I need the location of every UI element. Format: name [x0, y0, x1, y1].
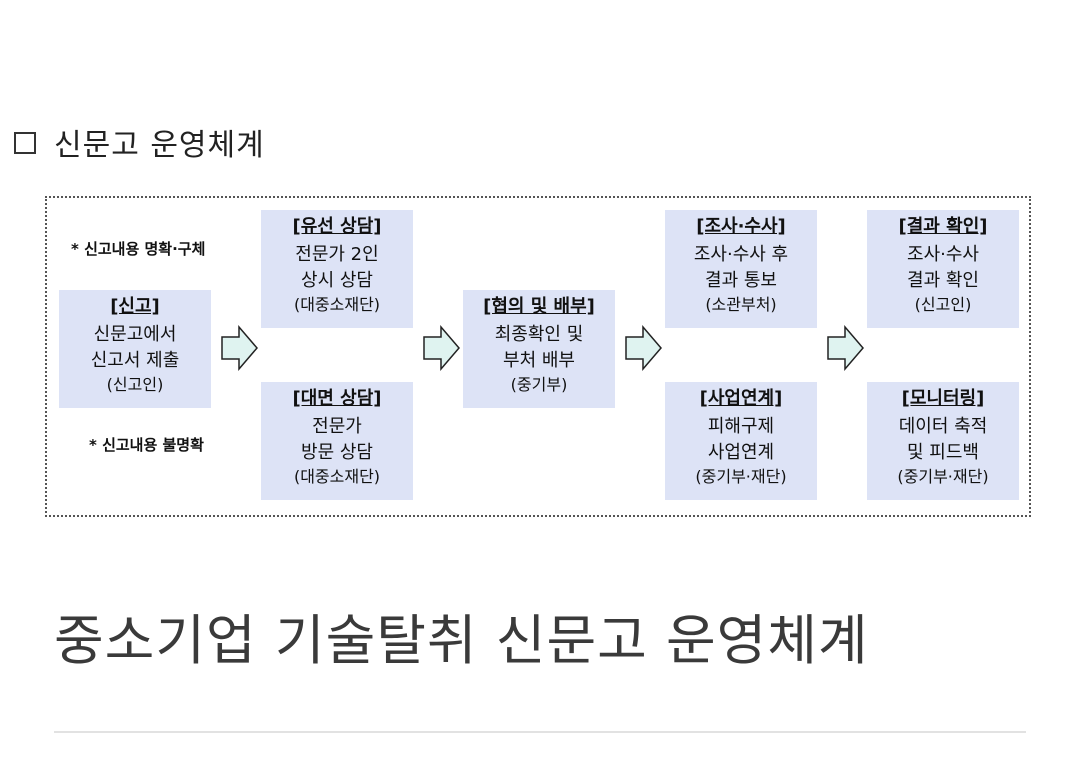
- node-report-head: [신고]: [110, 296, 160, 317]
- arrow-right-icon: [827, 325, 864, 371]
- node-program-head: [사업연계]: [699, 388, 783, 409]
- node-investigation-head: [조사·수사]: [696, 216, 786, 237]
- checkbox-square-icon: [14, 132, 36, 154]
- node-investigation: [조사·수사] 조사·수사 후 결과 통보 (소관부처): [665, 210, 817, 328]
- node-monitoring-line1: 데이터 축적: [898, 416, 988, 437]
- node-wired-line1: 전문가 2인: [295, 244, 379, 265]
- node-report-sub: (신고인): [106, 375, 164, 394]
- page-title: 중소기업 기술탈취 신문고 운영체계: [54, 609, 869, 672]
- divider: [54, 731, 1026, 733]
- node-visit-consult: [대면 상담] 전문가 방문 상담 (대중소재단): [261, 382, 413, 500]
- node-report-line2: 신고서 제출: [90, 350, 180, 371]
- node-consult-line1: 최종확인 및: [494, 324, 584, 345]
- note-unclear: * 신고내용 불명확: [89, 436, 204, 454]
- section-heading: 신문고 운영체계: [14, 120, 265, 164]
- section-title-text: 신문고 운영체계: [54, 128, 265, 163]
- node-confirm-line2: 결과 확인: [907, 270, 979, 291]
- node-program-sub: (중기부·재단): [695, 467, 787, 486]
- arrow-right-icon: [221, 325, 258, 371]
- node-visit-sub: (대중소재단): [293, 467, 381, 486]
- node-program-link: [사업연계] 피해구제 사업연계 (중기부·재단): [665, 382, 817, 500]
- node-confirm-sub: (신고인): [914, 295, 972, 314]
- node-wired-sub: (대중소재단): [293, 295, 381, 314]
- node-program-line1: 피해구제: [707, 416, 775, 437]
- node-visit-line2: 방문 상담: [301, 442, 373, 463]
- node-monitoring: [모니터링] 데이터 축적 및 피드백 (중기부·재단): [867, 382, 1019, 500]
- arrow-right-icon: [625, 325, 662, 371]
- arrow-right-icon: [423, 325, 460, 371]
- node-investigation-line1: 조사·수사 후: [693, 244, 789, 265]
- node-monitoring-head: [모니터링]: [901, 388, 985, 409]
- node-consult-distribute: [협의 및 배부] 최종확인 및 부처 배부 (중기부): [463, 290, 615, 408]
- node-confirm-head: [결과 확인]: [898, 216, 988, 237]
- node-wired-line2: 상시 상담: [301, 270, 373, 291]
- node-visit-line1: 전문가: [312, 416, 362, 437]
- operating-system-diagram: * 신고내용 명확·구체 * 신고내용 불명확 [신고] 신문고에서 신고서 제…: [45, 196, 1031, 517]
- node-visit-head: [대면 상담]: [292, 388, 382, 409]
- node-monitoring-sub: (중기부·재단): [897, 467, 989, 486]
- node-consult-line2: 부처 배부: [503, 350, 575, 371]
- node-wired-head: [유선 상담]: [292, 216, 382, 237]
- node-consult-sub: (중기부): [510, 375, 568, 394]
- node-consult-head: [협의 및 배부]: [483, 296, 595, 317]
- node-investigation-sub: (소관부처): [705, 295, 777, 314]
- node-program-line2: 사업연계: [707, 442, 775, 463]
- node-confirm-line1: 조사·수사: [907, 244, 979, 265]
- node-investigation-line2: 결과 통보: [705, 270, 777, 291]
- note-clear: * 신고내용 명확·구체: [71, 240, 206, 258]
- node-report-line1: 신문고에서: [93, 324, 177, 345]
- node-report: [신고] 신문고에서 신고서 제출 (신고인): [59, 290, 211, 408]
- node-wired-consult: [유선 상담] 전문가 2인 상시 상담 (대중소재단): [261, 210, 413, 328]
- node-monitoring-line2: 및 피드백: [907, 442, 979, 463]
- node-result-confirm: [결과 확인] 조사·수사 결과 확인 (신고인): [867, 210, 1019, 328]
